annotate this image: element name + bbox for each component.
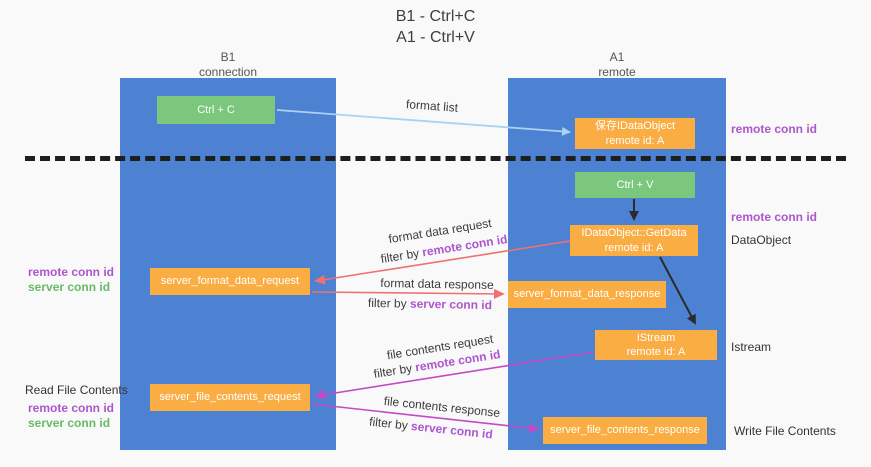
filter-by-prefix: filter by: [379, 245, 424, 266]
save-dataobject-box: 保存IDataObject remote id: A: [575, 118, 695, 149]
label-format-list: format list: [405, 97, 459, 115]
getdata-line1: IDataObject::GetData: [581, 227, 687, 240]
label-format-data-response-filter: filter by server conn id: [368, 296, 492, 312]
annotation-remote-conn-id-left-2: remote conn id: [28, 401, 115, 415]
save-dataobject-label: 保存IDataObject remote id: A: [595, 119, 675, 148]
left-column-header: B1 connection: [120, 50, 336, 80]
annotation-read-file-contents: Read File Contents: [25, 383, 128, 397]
right-column-header: A1 remote: [508, 50, 726, 80]
annotation-server-conn-id-left-2: server conn id: [28, 416, 111, 430]
annotation-remote-conn-id-top: remote conn id: [731, 122, 818, 136]
ctrl-v-label: Ctrl + V: [616, 178, 654, 191]
getdata-box: IDataObject::GetData remote id: A: [570, 225, 698, 256]
right-column-role: remote: [598, 65, 636, 79]
right-column-name: A1: [609, 50, 625, 64]
annotation-remote-conn-id-left-1: remote conn id: [28, 265, 115, 279]
phase-separator-dashed-line: [25, 156, 846, 161]
istream-line2: remote id: A: [626, 346, 686, 358]
label-file-contents-response-filter: filter by server conn id: [369, 415, 494, 442]
filter-by-prefix: filter by: [368, 414, 412, 433]
filter-key-server-conn-id: server conn id: [410, 418, 494, 442]
annotation-istream: Istream: [731, 340, 772, 354]
annotation-server-conn-id-left-1: server conn id: [28, 280, 111, 294]
getdata-label: IDataObject::GetData remote id: A: [581, 226, 686, 255]
save-dataobject-line1: 保存IDataObject: [594, 120, 676, 133]
server-file-contents-request-box: server_file_contents_request: [150, 384, 310, 411]
left-column-name: B1: [220, 50, 236, 64]
server-format-data-request-box: server_format_data_request: [150, 268, 310, 295]
getdata-line2: remote id: A: [604, 241, 664, 254]
server-format-data-request-label: server_format_data_request: [160, 275, 300, 288]
istream-box: IStream remote id: A: [595, 330, 717, 360]
server-file-contents-request-label: server_file_contents_request: [159, 391, 301, 404]
server-file-contents-response-label: server_file_contents_response: [550, 424, 700, 437]
istream-line1: IStream: [636, 331, 676, 344]
annotation-remote-conn-id-mid: remote conn id: [731, 210, 818, 224]
diagram-title: B1 - Ctrl+C A1 - Ctrl+V: [0, 7, 871, 49]
label-format-data-response: format data response: [380, 276, 494, 292]
istream-box-label: IStream remote id: A: [627, 331, 686, 360]
server-file-contents-response-box: server_file_contents_response: [543, 417, 707, 444]
annotation-write-file-contents: Write File Contents: [734, 424, 836, 438]
filter-by-prefix: filter by: [367, 295, 411, 311]
title-line-1: B1 - Ctrl+C: [395, 8, 476, 25]
ctrl-c-label: Ctrl + C: [197, 103, 235, 116]
left-column-role: connection: [198, 65, 258, 79]
ctrl-c-box: Ctrl + C: [157, 96, 275, 124]
server-format-data-response-box: server_format_data_response: [508, 281, 666, 308]
server-format-data-response-label: server_format_data_response: [513, 288, 661, 301]
title-line-2: A1 - Ctrl+V: [396, 28, 475, 46]
filter-by-prefix: filter by: [372, 360, 417, 381]
annotation-dataobject: DataObject: [731, 233, 792, 247]
filter-key-server-conn-id: server conn id: [409, 296, 493, 313]
label-file-contents-response: file contents response: [383, 393, 501, 421]
arrow-format-data-response: [311, 288, 505, 299]
ctrl-v-box: Ctrl + V: [575, 172, 695, 198]
save-dataobject-line2: remote id: A: [605, 134, 665, 147]
